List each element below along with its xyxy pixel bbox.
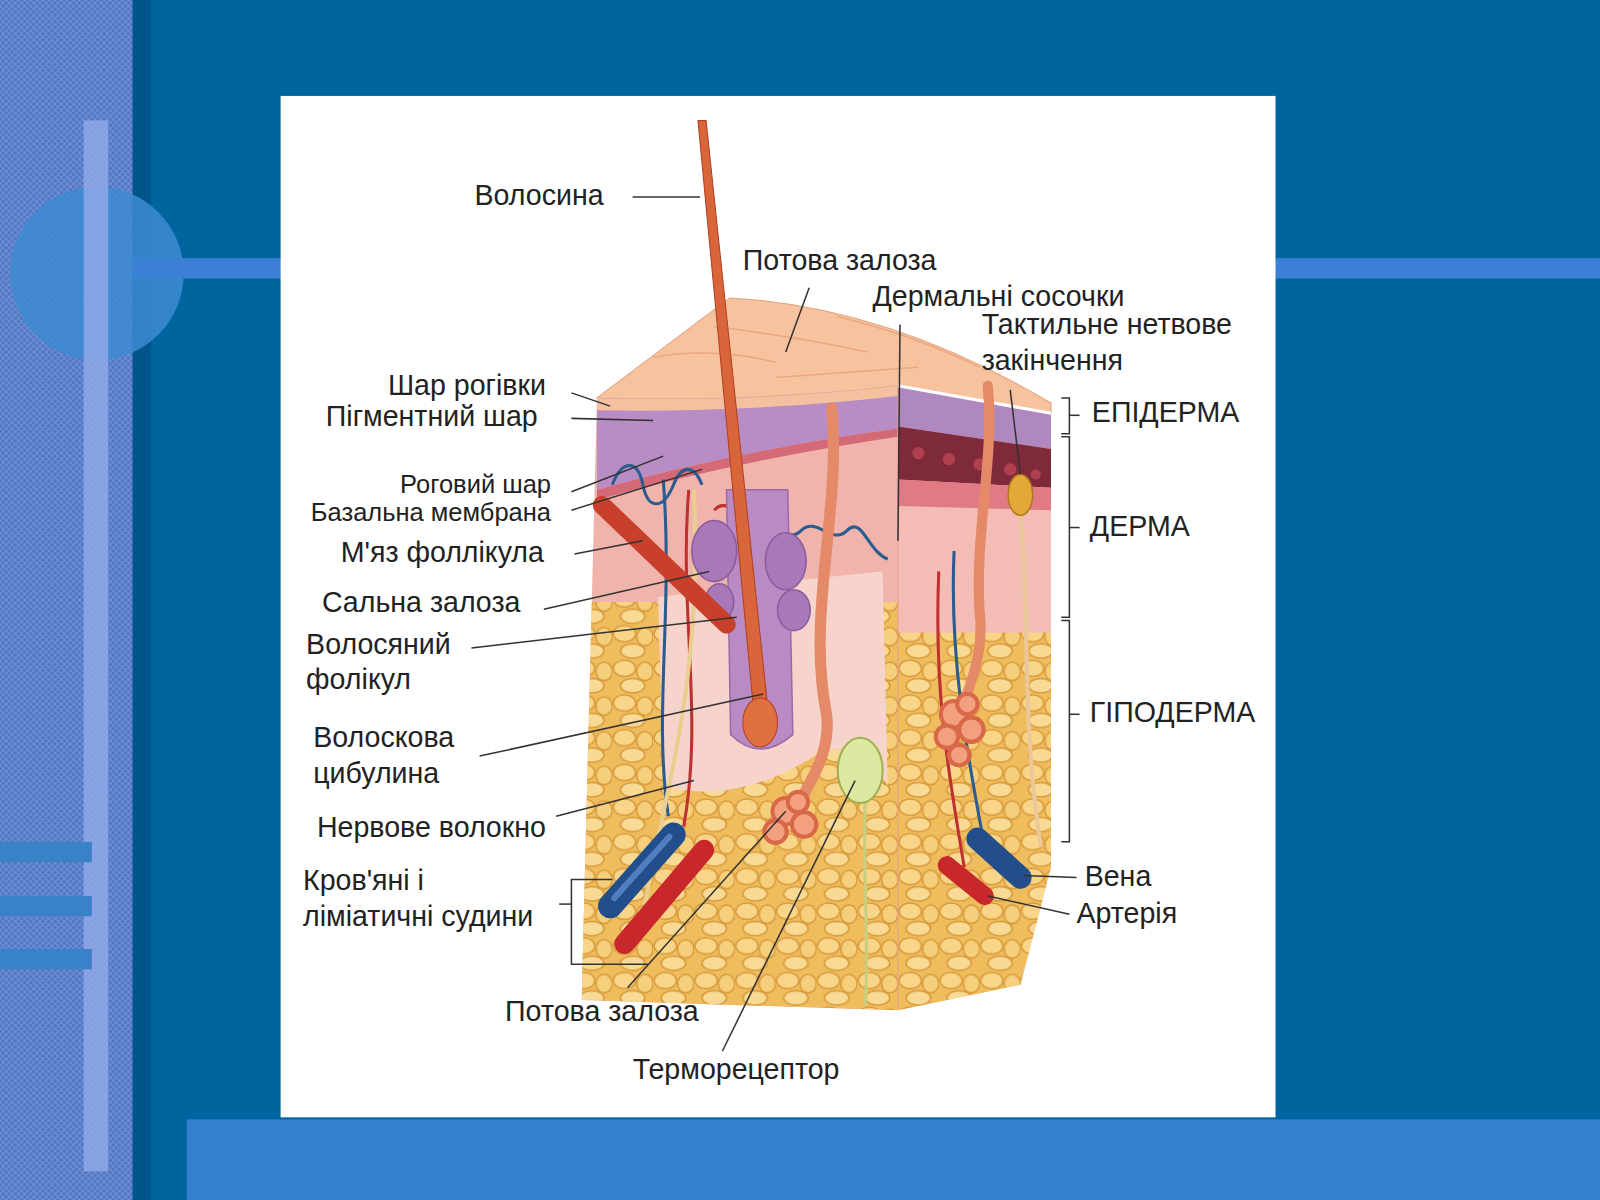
leader-line [571, 469, 702, 510]
sweat-gland [764, 694, 983, 843]
hair [698, 120, 778, 747]
skin-side-face [898, 378, 1061, 1041]
slide-background [133, 0, 151, 1200]
part-label: Терморецептор [633, 1052, 840, 1088]
leader-line [722, 781, 855, 1051]
hair [743, 698, 778, 747]
part-label: Волоскова цибулина [313, 720, 492, 791]
part-label: Потова залоза [743, 243, 937, 279]
sweat-gland [957, 694, 977, 714]
sweat-gland [792, 812, 816, 836]
slide-background [0, 949, 92, 969]
tactile-ending [1020, 515, 1040, 847]
skin-side-face [1004, 463, 1016, 475]
large-vessels [978, 839, 1021, 878]
part-label: Волосяний фолікул [306, 627, 485, 698]
part-label: Сальна залоза [322, 585, 521, 621]
follicle-muscle [602, 505, 726, 624]
slide-background [187, 1119, 1600, 1200]
leader-line [574, 541, 642, 554]
leader-line [571, 418, 653, 420]
slide-background [0, 896, 92, 916]
sweat-gland [801, 408, 833, 801]
leader-line [471, 617, 736, 648]
layer-bracket [1069, 415, 1079, 417]
large-vessels [624, 850, 704, 944]
part-label: Артерія [1077, 896, 1178, 932]
part-label: ЕПІДЕРМА [1092, 395, 1240, 431]
part-label: М'яз фоллікула [341, 535, 544, 571]
skin-side-face [943, 453, 955, 465]
tactile-ending [1008, 474, 1041, 846]
skin-edge [898, 386, 1051, 414]
layer-bracket [1069, 714, 1079, 716]
part-label: Кров'яні і ліміатичні судини [303, 863, 550, 934]
sweat-gland [964, 386, 989, 704]
sweat-gland [764, 386, 989, 843]
skin-front-face [597, 386, 898, 411]
slide-background [0, 842, 92, 862]
part-label: ГІПОДЕРМА [1090, 695, 1256, 731]
leader-line [1010, 390, 1020, 475]
part-label: Пігментний шар [326, 399, 538, 435]
layer-bracket [1061, 620, 1069, 841]
leader-line [556, 781, 694, 817]
part-label: Тактильне нетвове закінчення [982, 307, 1242, 378]
large-vessels [947, 865, 985, 896]
leader-line [571, 393, 610, 406]
blood-vessels [612, 466, 984, 868]
layer-bracket [1069, 527, 1079, 529]
thermoreceptor [838, 738, 883, 1005]
layer-bracket [559, 903, 571, 905]
layer-bracket [1061, 398, 1069, 434]
layer-bracket [559, 398, 1079, 964]
part-label: Шар рогівки [388, 368, 546, 404]
skin-block [571, 298, 1061, 1041]
leader-line [544, 571, 709, 609]
part-label: Потова залоза [505, 994, 699, 1030]
leader-line [633, 196, 700, 198]
skin-side-face [1031, 469, 1041, 479]
sweat-gland [949, 745, 969, 765]
part-label: Базальна мембрана [311, 497, 551, 529]
sebaceous-gland [765, 533, 806, 590]
leader-line [898, 324, 900, 540]
part-label: Вена [1085, 859, 1152, 895]
part-label: Роговий шар [400, 469, 551, 501]
part-label: Волосина [474, 178, 603, 214]
part-label: ДЕРМА [1090, 509, 1190, 545]
thermoreceptor [865, 801, 867, 1005]
skin-side-face [898, 633, 1061, 1041]
sweat-gland [788, 792, 808, 812]
skin-surface-lines [653, 316, 980, 377]
thermoreceptor [838, 738, 883, 803]
skin-side-face [912, 447, 924, 459]
sebaceous-gland [692, 520, 737, 581]
sweat-gland [959, 717, 983, 741]
follicle-muscle [602, 505, 726, 624]
slide-background [84, 120, 108, 1171]
blood-vessels [662, 480, 668, 817]
leader-line [628, 811, 786, 988]
slide-background [0, 0, 133, 1200]
tactile-ending [1008, 474, 1032, 515]
leader-line [480, 694, 764, 756]
leader-line [786, 288, 809, 352]
layer-bracket [1061, 437, 1069, 618]
sebaceous-gland [778, 590, 811, 631]
layer-bracket [571, 880, 648, 965]
large-vessels [610, 835, 1020, 944]
leader-line [988, 896, 1070, 914]
hair [698, 120, 767, 704]
leader-line [1023, 876, 1076, 878]
slide-background [281, 96, 1276, 1117]
part-label: Нервове волокно [317, 810, 546, 846]
